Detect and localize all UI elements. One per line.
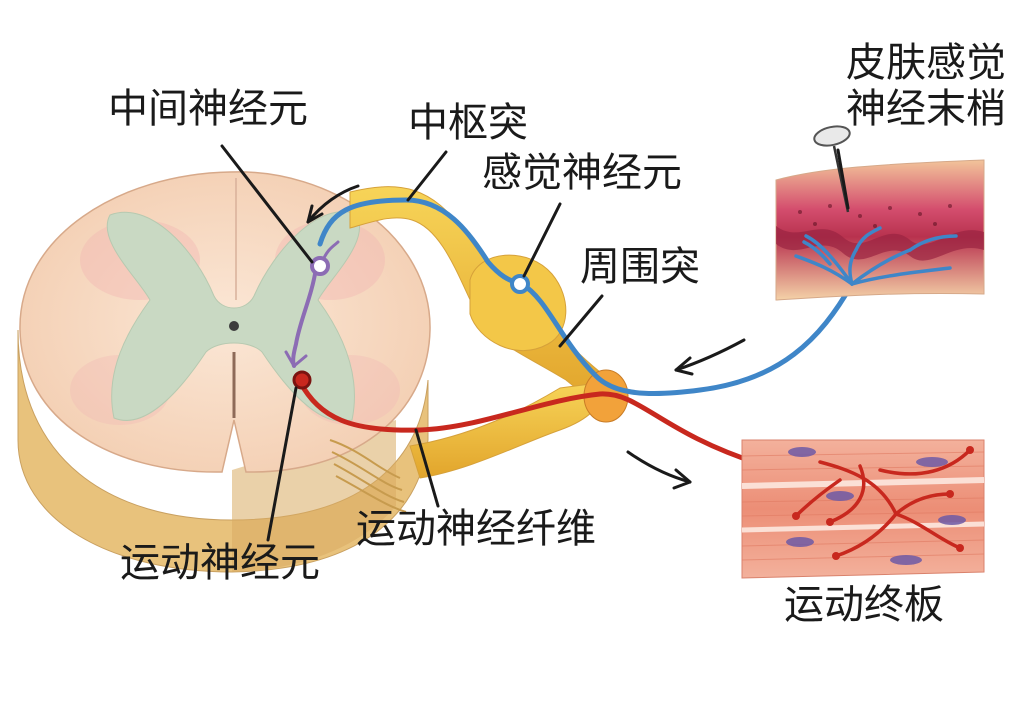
pin-head bbox=[813, 125, 851, 147]
direction-arrows bbox=[306, 184, 746, 490]
gray-matter bbox=[106, 211, 361, 422]
skin-section bbox=[775, 125, 985, 301]
interneuron-cell-body bbox=[310, 256, 330, 276]
spinal-cord-section bbox=[17, 171, 431, 573]
muscle-nuclei bbox=[786, 447, 966, 565]
arrow-motor-outward bbox=[626, 450, 692, 484]
arrow-into-cord bbox=[306, 184, 360, 224]
label-sensory-neuron: 感觉神经元 bbox=[482, 150, 682, 196]
label-skin-line1: 皮肤感觉 bbox=[846, 40, 1006, 86]
leader-motor-neuron bbox=[266, 386, 298, 542]
muscle-section bbox=[741, 439, 985, 579]
arrow-sensory-inward bbox=[674, 338, 746, 372]
label-skin-line2: 神经末梢 bbox=[846, 86, 1006, 132]
sensory-neuron-cell-body bbox=[510, 274, 530, 294]
label-peripheral-process: 周围突 bbox=[580, 244, 700, 290]
sensory-nerve-endings bbox=[794, 226, 958, 286]
dorsal-root-ganglion bbox=[469, 254, 567, 352]
leader-sensory-neuron bbox=[522, 202, 562, 278]
leader-peripheral-process bbox=[558, 294, 604, 348]
leader-lines bbox=[220, 144, 850, 542]
label-motor-neuron: 运动神经元 bbox=[120, 540, 320, 586]
leader-interneuron bbox=[220, 144, 314, 264]
motor-neuron-cell-body bbox=[292, 370, 312, 390]
sensory-pathway bbox=[317, 197, 855, 397]
leader-central-process bbox=[406, 150, 448, 202]
label-motor-nerve-fiber: 运动神经纤维 bbox=[356, 506, 596, 552]
nerve-roots bbox=[349, 186, 629, 479]
leader-motor-fiber bbox=[414, 428, 440, 508]
label-interneuron: 中间神经元 bbox=[108, 86, 308, 132]
label-skin-sensory-ending: 皮肤感觉 神经末梢 bbox=[846, 40, 1006, 132]
label-central-process: 中枢突 bbox=[408, 100, 528, 146]
leader-skin-ending bbox=[836, 148, 850, 210]
interneuron-pathway bbox=[284, 240, 340, 368]
label-motor-end-plate: 运动终板 bbox=[784, 582, 944, 628]
